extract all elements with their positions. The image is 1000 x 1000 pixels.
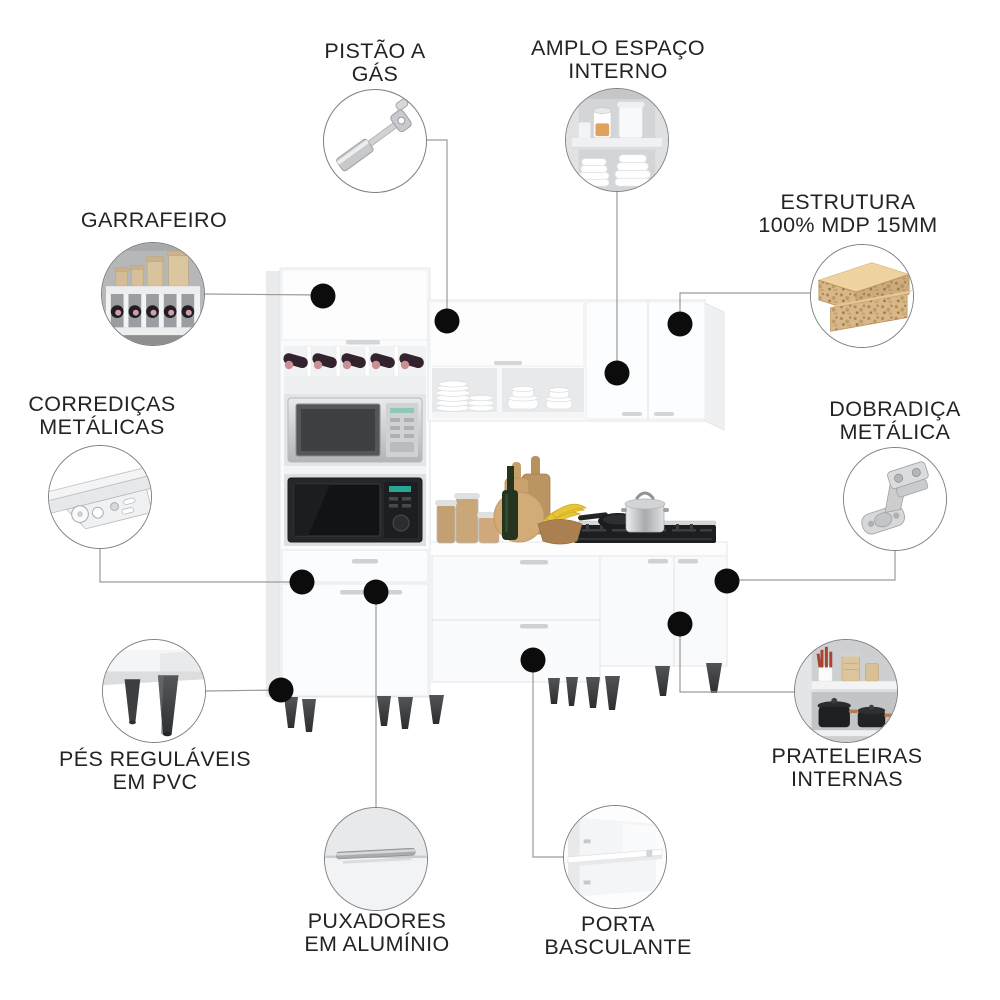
internal-shelves-icon (794, 639, 898, 743)
gas-piston-icon (323, 89, 427, 193)
pvc-feet-icon (102, 639, 206, 743)
callout-label: PRATELEIRAS INTERNAS (771, 744, 923, 791)
stainless-microwave (284, 394, 426, 466)
bottle (502, 466, 518, 540)
aluminum-handle-icon (324, 807, 428, 911)
callout-label: GARRAFEIRO (80, 208, 228, 232)
pot (621, 491, 669, 533)
callout-label: PÉS REGULÁVEIS EM PVC (58, 747, 251, 794)
callout-label: AMPLO ESPAÇO INTERNO (530, 36, 706, 83)
glass-jars (435, 493, 501, 544)
base-cabinets (429, 541, 728, 683)
black-microwave (284, 474, 426, 546)
callout-label: ESTRUTURA 100% MDP 15MM (758, 190, 938, 237)
flip-door-icon (563, 805, 667, 909)
tall-cabinet (266, 267, 431, 698)
banana-bowl (537, 503, 588, 545)
metal-hinge-icon (843, 447, 947, 551)
connector-lines (99, 139, 896, 858)
wine-rack (283, 345, 424, 377)
callout-label: PORTA BASCULANTE (544, 912, 692, 959)
marker-dots (268, 283, 740, 703)
callout-label: PUXADORES EM ALUMÍNIO (304, 909, 450, 956)
wide-interior-icon (565, 88, 669, 192)
open-shelf-dishes (432, 368, 584, 418)
upper-cabinet (427, 299, 725, 431)
mdp-board-icon (810, 244, 914, 348)
cabinet-legs (284, 663, 722, 732)
bottle-rack-icon (101, 242, 205, 346)
callout-label: CORREDIÇAS METÁLICAS (28, 392, 176, 439)
callout-label: DOBRADIÇA METÁLICA (829, 397, 961, 444)
callout-label: PISTÃO A GÁS (324, 39, 426, 86)
countertop-items (435, 456, 669, 545)
drawer-slide-icon (48, 445, 152, 549)
